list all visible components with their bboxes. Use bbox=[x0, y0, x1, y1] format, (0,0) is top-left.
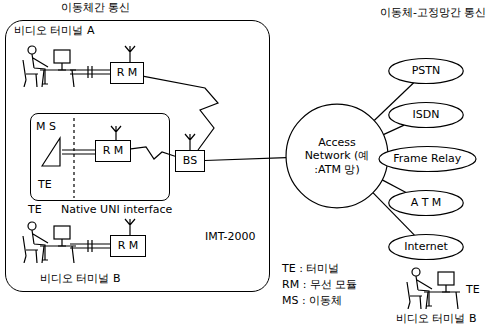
cable-ms bbox=[62, 150, 95, 154]
part-label: M S bbox=[36, 120, 56, 133]
cable-a bbox=[70, 66, 110, 78]
system-label: IMT-2000 bbox=[205, 230, 255, 243]
terminal-user-a bbox=[23, 46, 76, 87]
network-link bbox=[382, 180, 406, 193]
ellipse-outline-shape bbox=[389, 191, 463, 216]
network-ellipse: A T M bbox=[388, 190, 464, 216]
access-network-ellipse: Access Network (예 :ATM 망) bbox=[285, 102, 389, 210]
ellipse-outline-shape bbox=[379, 147, 476, 172]
node-text: A T M bbox=[411, 196, 442, 209]
base-station-box: BS bbox=[175, 150, 205, 172]
node-text: Frame Relay bbox=[393, 152, 461, 165]
node-text: Native UNI interface bbox=[61, 203, 172, 216]
terminal-user-b bbox=[23, 222, 76, 263]
node-text: ISDN bbox=[413, 108, 440, 121]
radio-module-box: R M bbox=[95, 140, 131, 162]
node-text: R M bbox=[103, 144, 124, 157]
antenna bbox=[125, 219, 135, 235]
abbreviation-note: RM : 무선 모듈 bbox=[282, 278, 357, 291]
abbreviation-note: TE : 터미널 bbox=[282, 262, 339, 275]
terminal-label: 비디오 터미널 B bbox=[40, 272, 121, 285]
network-ellipse: ISDN bbox=[388, 102, 464, 128]
ellipse-outline-shape bbox=[389, 235, 463, 260]
node-text: 이동체간 통신 bbox=[61, 1, 131, 14]
terminal-user-fixed bbox=[407, 268, 460, 309]
antenna bbox=[125, 46, 135, 62]
node-text: TE bbox=[38, 178, 52, 191]
node-text: R M bbox=[117, 66, 138, 79]
node-text: Access Network (예 :ATM 망) bbox=[301, 136, 373, 176]
cable-b bbox=[70, 240, 110, 252]
part-label: TE bbox=[466, 283, 480, 296]
node-text: R M bbox=[118, 239, 139, 252]
abbreviation-note: MS : 이동체 bbox=[282, 294, 342, 307]
network-link bbox=[205, 158, 286, 161]
node-text: Internet bbox=[404, 240, 448, 253]
terminal-label: 비디오 터미널 B bbox=[396, 312, 477, 325]
node-text: BS bbox=[183, 154, 197, 167]
network-ellipse: PSTN bbox=[388, 58, 464, 84]
terminal-label: 비디오 터미널 A bbox=[14, 24, 95, 37]
ellipse-outline-shape bbox=[389, 59, 463, 84]
ellipse-outline-shape bbox=[286, 104, 388, 208]
network-ellipse: Frame Relay bbox=[378, 146, 477, 172]
node-text: PSTN bbox=[412, 64, 441, 77]
wires bbox=[42, 46, 195, 252]
radio-module-box: R M bbox=[110, 235, 146, 257]
ellipse-outline-shape bbox=[389, 103, 463, 128]
dashed-divider bbox=[73, 118, 74, 198]
section-heading: 이동체-고정망간 통신 bbox=[380, 6, 486, 19]
ms-symbol bbox=[42, 138, 60, 166]
antenna bbox=[185, 134, 195, 150]
network-ellipse: Internet bbox=[388, 234, 464, 260]
wireless-link bbox=[131, 147, 175, 159]
antenna bbox=[111, 126, 121, 140]
mobile-region: 이동체간 통신R MTENative UNI interfaceR MBSR M bbox=[5, 20, 270, 292]
part-label: TE bbox=[28, 203, 42, 216]
network-link bbox=[383, 125, 404, 135]
radio-module-box: R M bbox=[110, 62, 144, 84]
